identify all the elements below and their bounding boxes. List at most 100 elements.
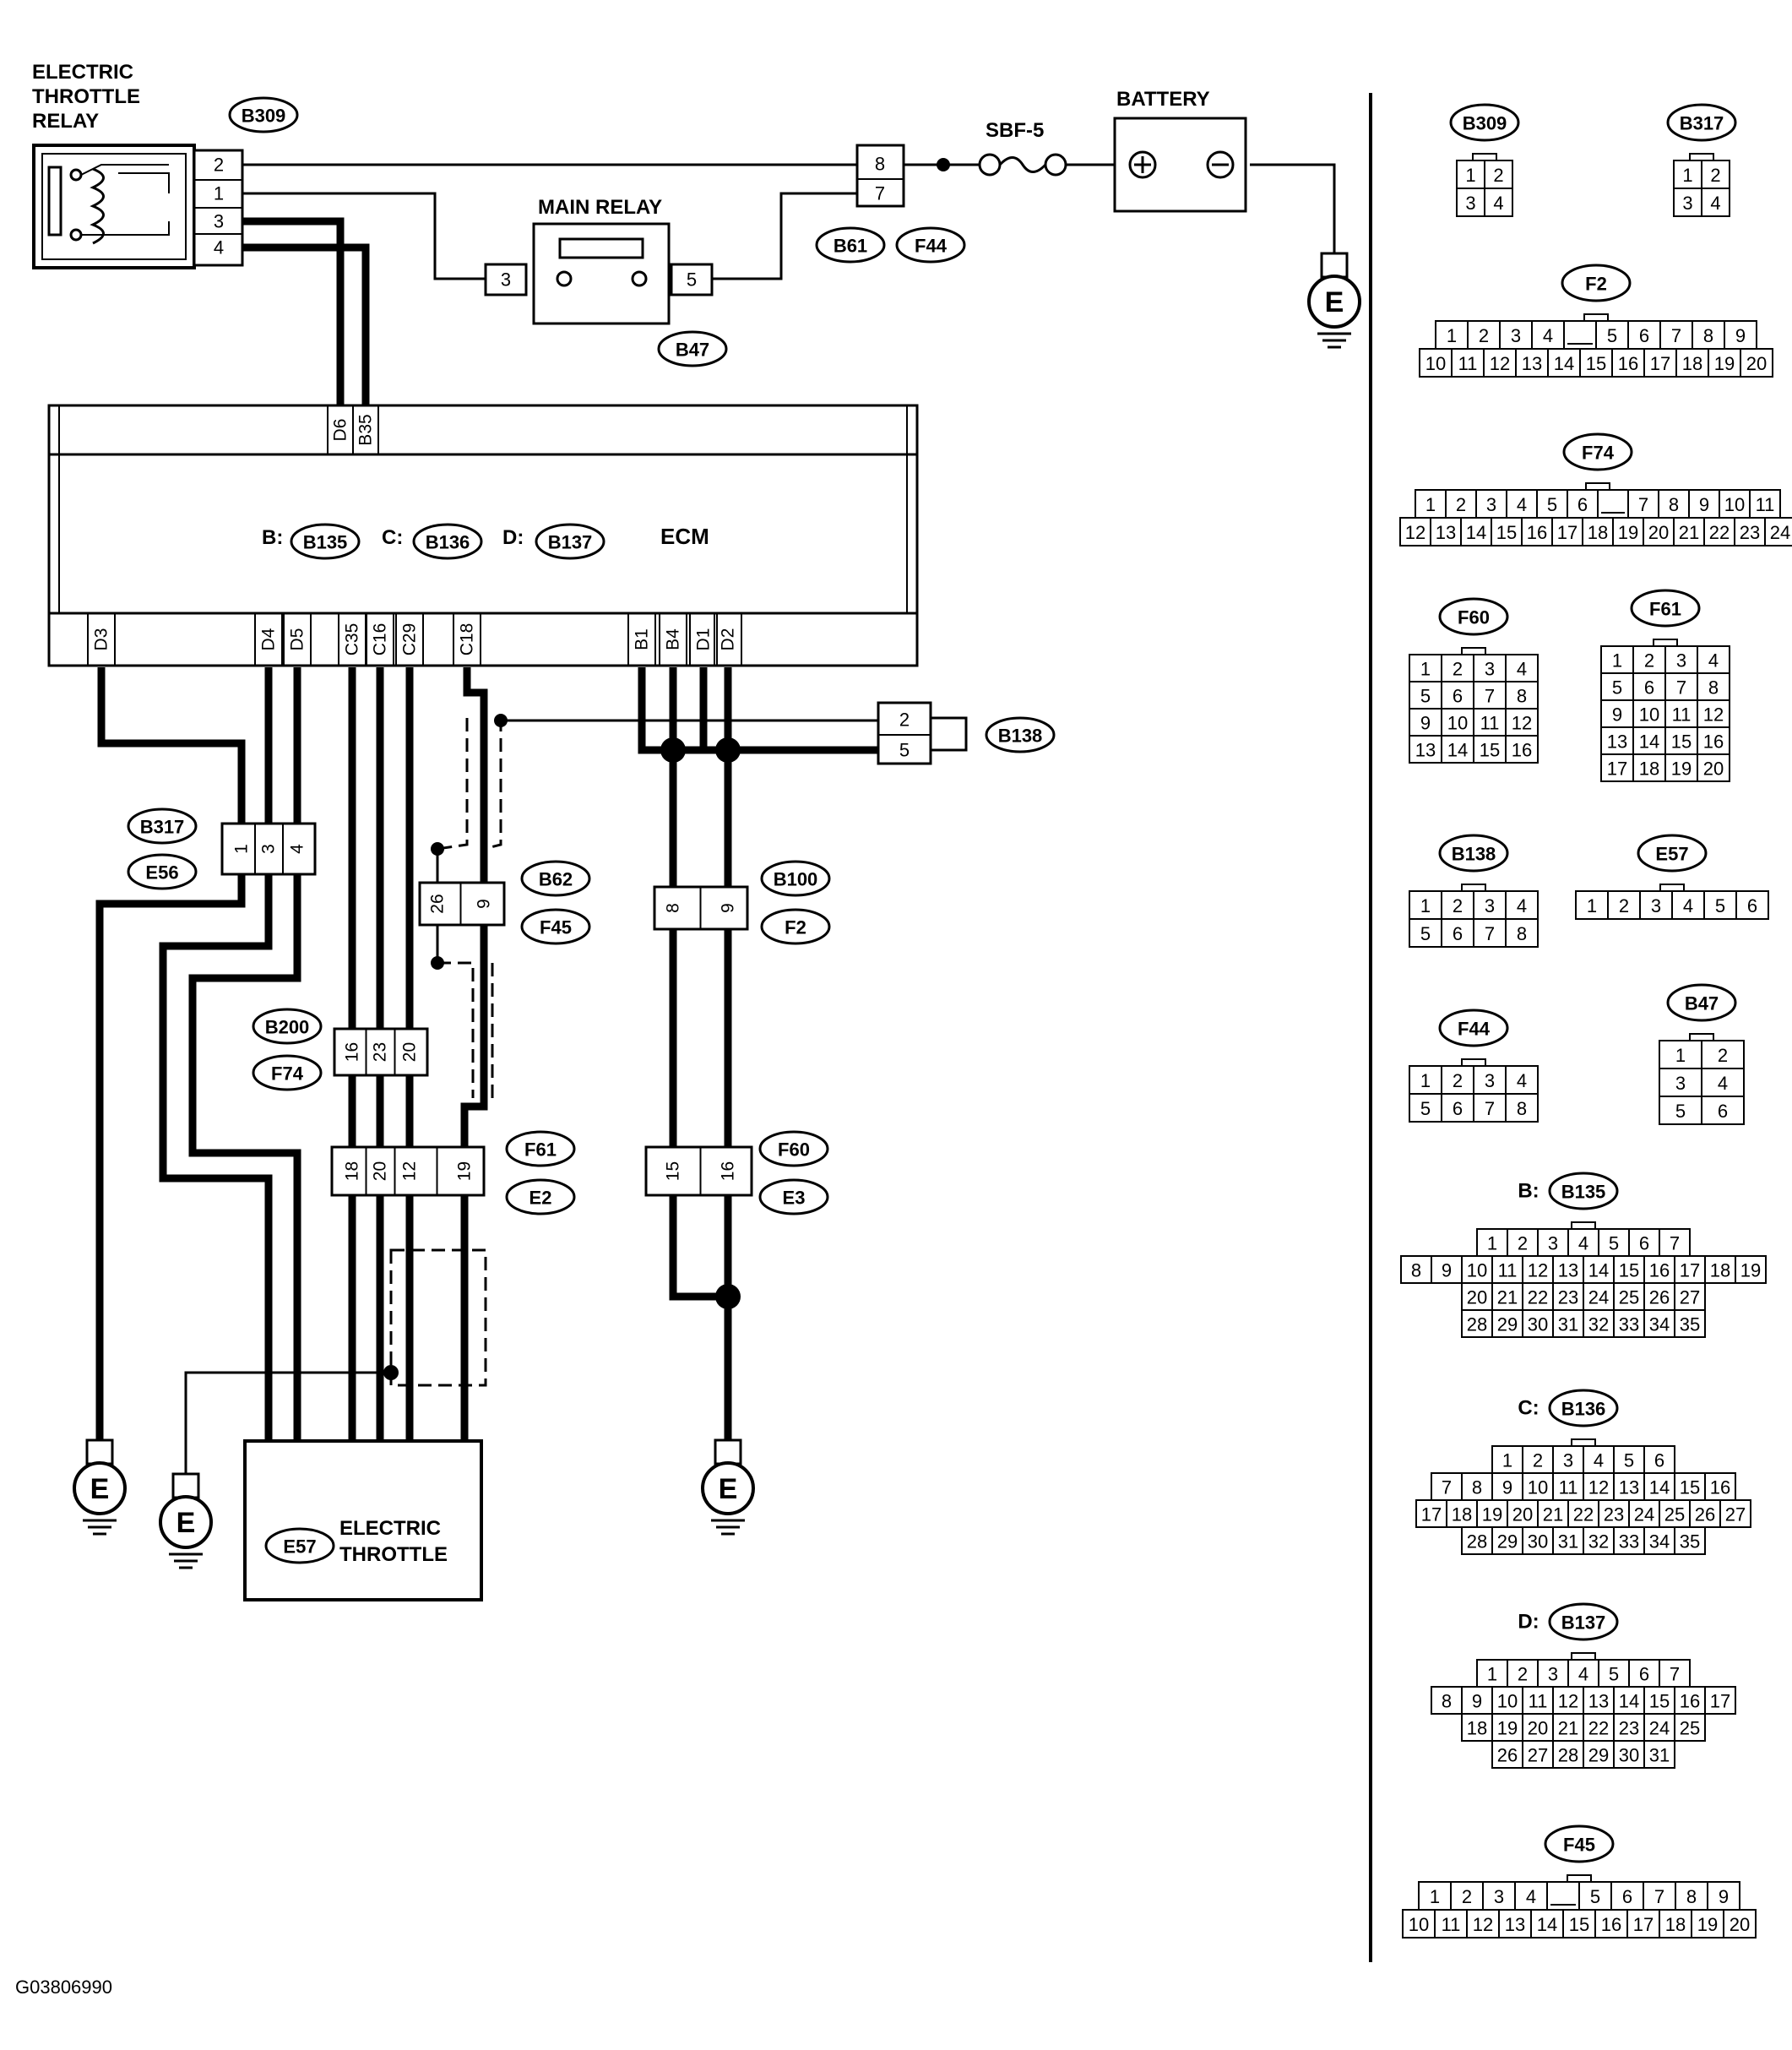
cavity-label: 17 [1650, 353, 1670, 374]
cavity-label: 20 [1730, 1914, 1750, 1935]
cavity-label: 25 [1664, 1504, 1685, 1525]
ecm-prefix-c: C: [382, 526, 403, 549]
cavity-label: 15 [1649, 1691, 1670, 1712]
cavity-label: 16 [1680, 1691, 1700, 1712]
cavity-label: 16 [1649, 1260, 1670, 1281]
cavity [1547, 348, 1581, 378]
pin-label: 1 [214, 183, 224, 204]
cavity-label: 15 [1496, 522, 1517, 543]
throttle-body [243, 1439, 483, 1601]
cavity [1582, 517, 1614, 546]
pin-label: C18 [458, 623, 477, 656]
connector-latch [1567, 1874, 1592, 1883]
ground-label: E [719, 1473, 738, 1505]
tag-e3: E3 [758, 1178, 829, 1215]
cavity [1567, 1659, 1599, 1688]
cavity-label: 12 [1473, 1914, 1493, 1935]
tag-label: B138 [998, 726, 1043, 747]
cavity-label: 5 [1420, 1098, 1431, 1119]
cavity-label: 6 [1644, 677, 1654, 699]
cavity-label: 20 [1512, 1504, 1533, 1525]
cavity-label: 19 [1697, 1914, 1718, 1935]
cavity-label: 13 [1607, 731, 1627, 753]
cavity-label: 14 [1588, 1260, 1609, 1281]
tag-ellipse [985, 716, 1056, 753]
cavity [1456, 160, 1485, 189]
tag-ellipse [657, 330, 728, 367]
cavity [1552, 1713, 1584, 1742]
cavity [1598, 1499, 1630, 1528]
tag-ellipse [535, 523, 605, 560]
tag-ellipse [1630, 589, 1701, 628]
cavity-label: 7 [1671, 325, 1681, 346]
cavity-label: 4 [1594, 1450, 1604, 1471]
cavity-label: 5 [1675, 1101, 1686, 1122]
cavity [1552, 1472, 1584, 1501]
relay-label-line2: THROTTLE [32, 85, 140, 108]
cavity-label: 31 [1558, 1531, 1578, 1552]
cavity-label: 7 [1485, 923, 1495, 944]
tag-ellipse [228, 96, 299, 133]
connector-view-prefix: D: [1518, 1611, 1539, 1634]
cavity-label: 33 [1619, 1314, 1639, 1335]
cavity [1659, 1068, 1702, 1097]
cavity-label: 1 [1420, 659, 1431, 680]
cavity-label: 28 [1467, 1531, 1487, 1552]
cavity-label: 12 [1558, 1691, 1578, 1712]
cavity [1764, 517, 1792, 546]
tag-label: E57 [283, 1536, 316, 1558]
pin-label: 8 [875, 154, 885, 175]
cavity-label: 6 [1453, 686, 1463, 707]
cavity-label: 3 [1651, 895, 1661, 916]
cavity [1643, 1881, 1676, 1911]
cavity-label: 18 [1588, 522, 1608, 543]
cavity [1473, 1065, 1507, 1095]
cavity-label: 18 [1452, 1504, 1472, 1525]
ecm: B: C: D: ECM [47, 404, 919, 667]
cavity-label: 18 [1710, 1260, 1730, 1281]
cavity [1692, 320, 1725, 350]
cavity-label: 9 [1719, 1886, 1729, 1907]
pin-label: 4 [214, 237, 224, 258]
cavity-label: 8 [1669, 494, 1679, 515]
cavity [1701, 188, 1730, 217]
connector-latch [1461, 884, 1486, 892]
cavity-label: 5 [1624, 1450, 1634, 1471]
tag-ellipse [252, 1008, 323, 1045]
cavity [1522, 1472, 1554, 1501]
cavity-label: 2 [1718, 1045, 1728, 1066]
connector-latch [1689, 1033, 1714, 1041]
b317-connector-frame [220, 822, 317, 876]
cavity-label: 3 [1485, 659, 1495, 680]
tag-b137: B137 [535, 523, 605, 560]
cavity-label: 31 [1649, 1745, 1670, 1766]
figure-id: G03806990 [15, 1977, 112, 1998]
shield-outlines [389, 718, 502, 1387]
cavity-label: 11 [1756, 494, 1775, 515]
cavity-label: 1 [1465, 165, 1475, 186]
b200-connector-frame [333, 1027, 429, 1077]
cavity-label: 19 [1618, 522, 1638, 543]
pin-label: 2 [214, 155, 224, 176]
cavity-label: 22 [1573, 1504, 1594, 1525]
cavity-label: 17 [1607, 759, 1627, 780]
cavity [1701, 1096, 1745, 1125]
cavity-label: 1 [1502, 1450, 1512, 1471]
ground-symbol: E [701, 1438, 755, 1536]
cavity-label: 27 [1725, 1504, 1746, 1525]
cavity-label: 4 [1526, 1886, 1536, 1907]
cavity-label: 1 [1612, 650, 1622, 672]
cavity [1697, 753, 1730, 782]
ecm-top-connector [47, 404, 919, 456]
cavity-label: 10 [1724, 494, 1745, 515]
pin-label: D3 [92, 628, 111, 651]
shield-upper [437, 718, 502, 851]
tag-ellipse [895, 226, 966, 264]
tag-ellipse [1548, 1172, 1619, 1210]
